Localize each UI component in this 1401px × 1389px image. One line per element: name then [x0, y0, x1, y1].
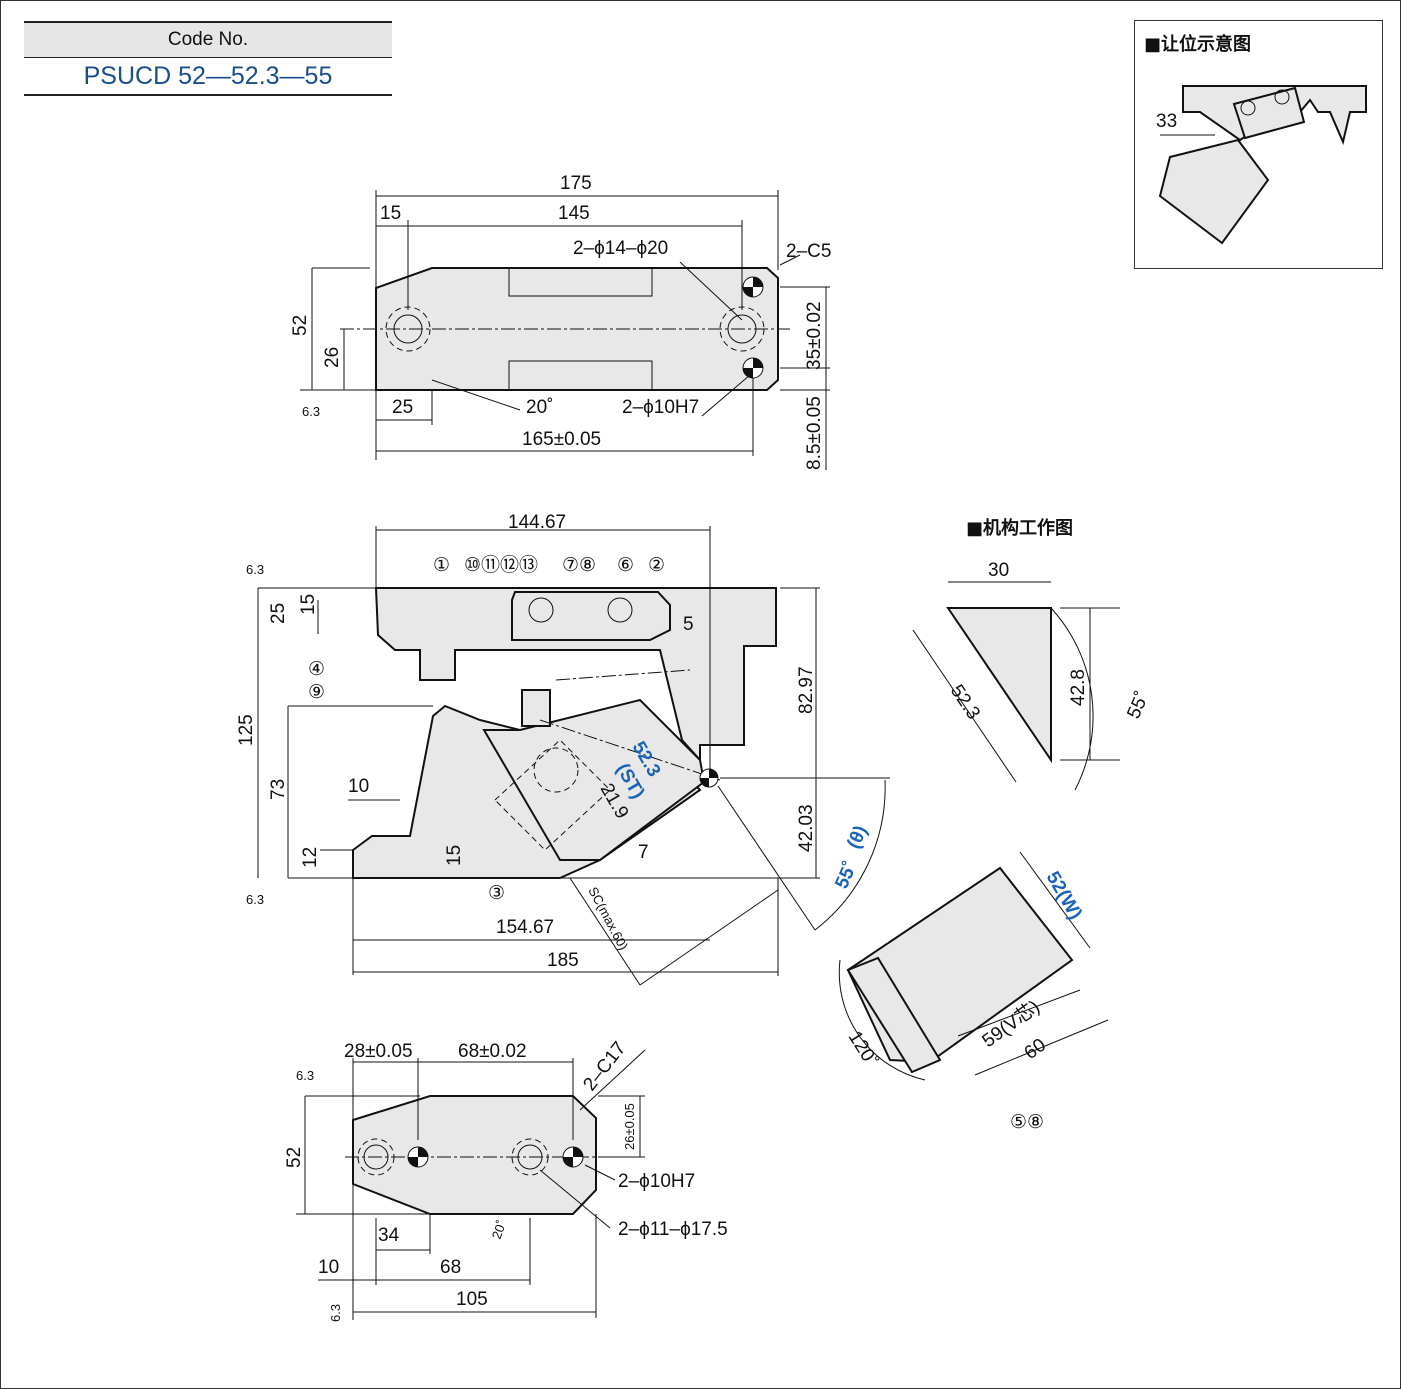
top-dim-35: 35±0.02 — [804, 301, 825, 370]
mech-angle-55: 55˚ — [1123, 688, 1153, 722]
front-view: 144.67 5 25 15 125 73 10 12 15 82.97 42.… — [236, 512, 890, 986]
top-holes-callout: 2–ϕ14–ϕ20 — [573, 238, 668, 259]
front-dim-12: 12 — [300, 847, 321, 868]
top-roughness: 6.3 — [302, 404, 320, 419]
label-6: ⑥ — [617, 555, 634, 576]
bottom-roughness-left: 6.3 — [328, 1304, 343, 1322]
bottom-dim-28: 28±0.05 — [344, 1041, 413, 1062]
top-dim-26: 26 — [322, 347, 343, 368]
wedge-dim-60: 60 — [1021, 1035, 1050, 1064]
top-chamfer: 2–C5 — [786, 241, 831, 262]
mechanism-diagram: 30 52.3 42.8 55˚ — [912, 560, 1154, 791]
bottom-dim-10: 10 — [318, 1257, 339, 1278]
front-dim-10: 10 — [348, 776, 369, 797]
top-dim-165: 165±0.05 — [522, 429, 601, 450]
front-dim-42-03: 42.03 — [796, 804, 817, 852]
bottom-dim-26: 26±0.05 — [622, 1103, 637, 1150]
label-10-13: ⑩⑪⑫⑬ — [464, 554, 538, 576]
front-dim-7: 7 — [638, 842, 649, 863]
label-1: ① — [433, 555, 450, 576]
front-sc: SC(max.60) — [585, 884, 631, 952]
front-dim-125: 125 — [236, 714, 257, 746]
front-dim-25: 25 — [268, 603, 289, 624]
front-theta: (θ) — [843, 823, 872, 852]
bottom-dim-52: 52 — [284, 1147, 305, 1168]
mechanism-title: ■机构工作图 — [966, 518, 1074, 539]
front-dim-82-97: 82.97 — [796, 666, 817, 714]
top-view: 175 15 145 2–ϕ14–ϕ20 2–C5 52 26 35±0.02 … — [290, 173, 831, 470]
code-no-header: Code No. — [24, 21, 392, 58]
bottom-dim-105: 105 — [456, 1289, 488, 1310]
front-dim-15b: 15 — [444, 845, 465, 866]
bottom-pins: 2–ϕ10H7 — [618, 1171, 695, 1192]
mech-dim-30: 30 — [988, 560, 1009, 581]
inset-dim-33: 33 — [1156, 111, 1177, 132]
wedge-angle-120: 120˚ — [844, 1028, 882, 1071]
bottom-holes: 2–ϕ11–ϕ17.5 — [618, 1219, 728, 1240]
wedge-labels: ⑤⑧ — [1010, 1112, 1044, 1133]
code-no-value: PSUCD 52—52.3—55 — [24, 57, 392, 96]
clearance-inset — [1134, 20, 1383, 269]
top-dim-15: 15 — [380, 203, 401, 224]
wedge-w: 52(W) — [1042, 868, 1086, 923]
top-dim-175: 175 — [560, 173, 592, 194]
inset-sketch: 33 — [1156, 85, 1367, 245]
front-roughness-top: 6.3 — [246, 562, 264, 577]
front-angle-55: 55˚ — [831, 858, 861, 892]
label-3: ③ — [488, 883, 505, 904]
front-dim-144-67: 144.67 — [508, 512, 566, 533]
top-pins: 2–ϕ10H7 — [622, 397, 699, 418]
top-dim-52: 52 — [290, 315, 311, 336]
wedge-view: 52(W) 59(V芯) 60 120˚ ⑤⑧ — [838, 851, 1109, 1133]
bottom-view: 28±0.05 68±0.02 2–C17 52 26±0.05 2–ϕ10H7… — [284, 1038, 728, 1322]
bottom-dim-34: 34 — [378, 1225, 400, 1246]
front-dim-185: 185 — [547, 950, 579, 971]
top-dim-8-5: 8.5±0.05 — [804, 396, 825, 470]
bottom-dim-68: 68±0.02 — [458, 1041, 527, 1062]
inset-title: ■让位示意图 — [1144, 34, 1252, 55]
label-4: ④ — [308, 659, 325, 680]
bottom-dim-68b: 68 — [440, 1257, 461, 1278]
label-2: ② — [648, 555, 665, 576]
front-dim-154-67: 154.67 — [496, 917, 554, 938]
label-9: ⑨ — [308, 682, 325, 703]
mech-dim-42-8: 42.8 — [1068, 669, 1089, 706]
top-dim-25: 25 — [392, 397, 413, 418]
label-7-8: ⑦⑧ — [562, 555, 596, 576]
front-dim-5: 5 — [683, 614, 694, 635]
bottom-roughness-top: 6.3 — [296, 1068, 314, 1083]
front-dim-73: 73 — [268, 779, 289, 800]
front-dim-15: 15 — [298, 594, 319, 615]
front-roughness-bottom: 6.3 — [246, 892, 264, 907]
top-angle-20: 20˚ — [526, 397, 553, 418]
top-dim-145: 145 — [558, 203, 590, 224]
bottom-angle-20: 20˚ — [489, 1218, 510, 1241]
